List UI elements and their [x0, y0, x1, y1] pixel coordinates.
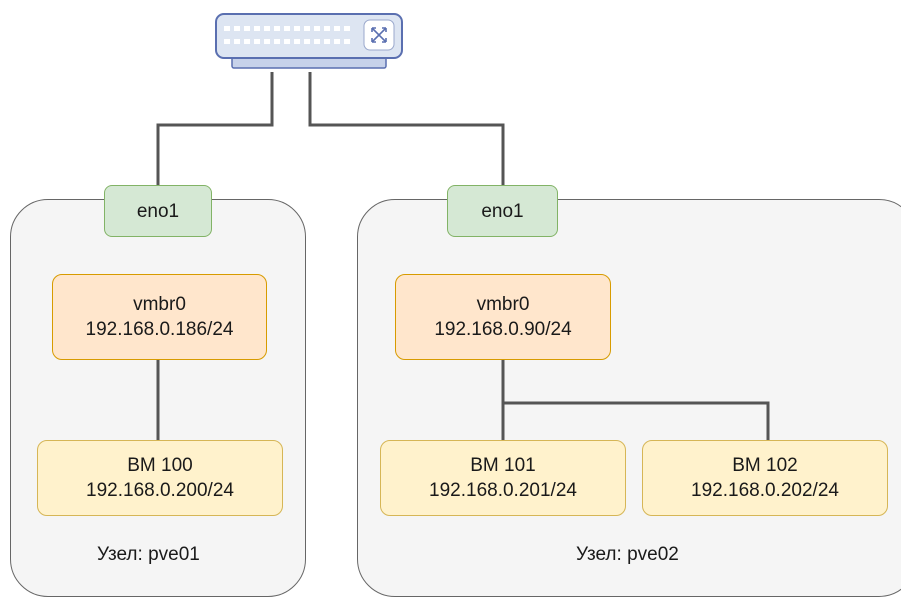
- pve02-bridge-ip: 192.168.0.90/24: [434, 319, 572, 340]
- pve01-bridge-vmbr0[interactable]: vmbr0 192.168.0.186/24: [52, 274, 267, 360]
- switch-to-pve02-link: [308, 72, 505, 185]
- pve01-nic-label: eno1: [136, 200, 180, 222]
- pve01-bridge-name: vmbr0: [133, 294, 186, 315]
- network-switch-icon: [215, 13, 403, 69]
- node-pve01-label: Узел: pve01: [97, 544, 200, 565]
- switch-to-pve01-link: [156, 72, 274, 185]
- vm-100-ip: 192.168.0.200/24: [86, 480, 234, 501]
- pve02-bridge-name: vmbr0: [476, 294, 530, 315]
- vm-101-name: ВМ 101: [470, 455, 536, 476]
- vm-102-name: ВМ 102: [732, 455, 798, 476]
- vm-101[interactable]: ВМ 101 192.168.0.201/24: [380, 440, 626, 516]
- vm-102[interactable]: ВМ 102 192.168.0.202/24: [642, 440, 888, 516]
- vm-102-ip: 192.168.0.202/24: [691, 480, 839, 501]
- pve02-nic-eno1[interactable]: eno1: [447, 185, 558, 237]
- pve01-bridge-ip: 192.168.0.186/24: [85, 319, 234, 340]
- node-pve02-label: Узел: pve02: [576, 544, 679, 565]
- vm-101-ip: 192.168.0.201/24: [429, 480, 577, 501]
- node-pve02-frame: [357, 199, 901, 597]
- pve02-nic-label: eno1: [481, 200, 524, 222]
- vm-100-name: ВМ 100: [127, 455, 193, 476]
- pve01-nic-eno1[interactable]: eno1: [104, 185, 212, 237]
- vm-100[interactable]: ВМ 100 192.168.0.200/24: [37, 440, 283, 516]
- pve02-bridge-vmbr0[interactable]: vmbr0 192.168.0.90/24: [395, 274, 611, 360]
